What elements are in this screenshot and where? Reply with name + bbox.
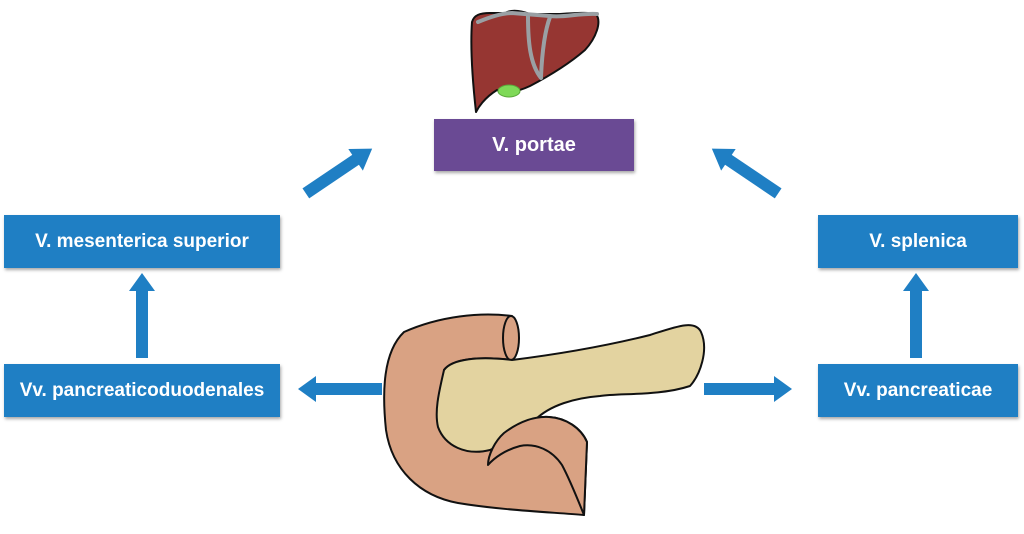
pancreas-duodenum-icon — [383, 313, 706, 516]
arrow-pancreas-to-pancreaticae — [704, 376, 792, 402]
arrow-splenica-to-portae — [711, 148, 782, 199]
vena-portae-label: V. portae — [492, 133, 576, 156]
venae-pancreaticoduodenales-label: Vv. pancreaticoduodenales — [19, 379, 265, 401]
venae-pancreaticae-label: Vv. pancreaticae — [843, 379, 993, 401]
vena-mesenterica-superior-label: V. mesenterica superior — [35, 230, 249, 252]
venae-pancreaticoduodenales-box: Vv. pancreaticoduodenales — [4, 364, 280, 417]
vena-portae-box: V. portae — [434, 119, 634, 171]
arrow-pancreas-to-pancreaticoduodenales — [298, 376, 382, 402]
vena-mesenterica-superior-box: V. mesenterica superior — [4, 215, 280, 268]
arrows — [129, 148, 929, 402]
arrow-mesenterica-to-portae — [302, 148, 373, 199]
vena-splenica-label: V. splenica — [869, 230, 967, 252]
venae-pancreaticae-box: Vv. pancreaticae — [818, 364, 1018, 417]
arrow-pancreaticoduodenales-to-mesenterica — [129, 273, 155, 358]
vena-splenica-box: V. splenica — [818, 215, 1018, 268]
arrow-pancreaticae-to-splenica — [903, 273, 929, 358]
liver-icon — [470, 9, 600, 113]
